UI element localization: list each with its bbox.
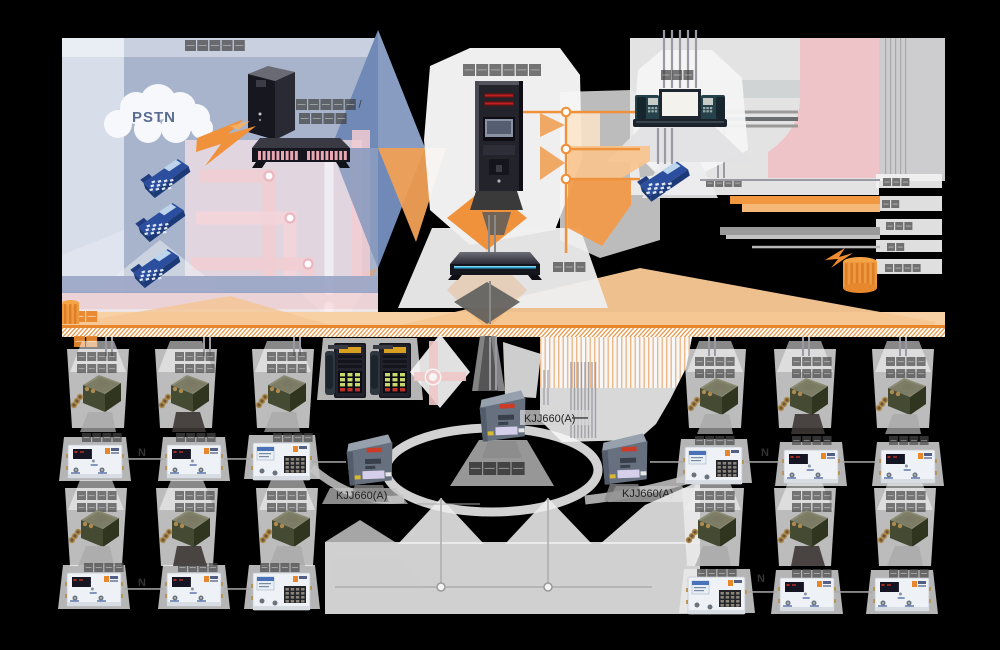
svg-text:N: N (138, 447, 146, 459)
svg-text:KJJ660(A): KJJ660(A) (524, 413, 575, 425)
svg-text:PSTN: PSTN (132, 109, 176, 126)
svg-text:N: N (138, 577, 146, 589)
svg-text:KJJ660(A): KJJ660(A) (336, 490, 387, 502)
svg-text:N: N (761, 447, 769, 459)
svg-text:N: N (757, 573, 765, 585)
svg-text:/: / (359, 99, 363, 111)
svg-text:KJJ660(A): KJJ660(A) (622, 488, 673, 500)
